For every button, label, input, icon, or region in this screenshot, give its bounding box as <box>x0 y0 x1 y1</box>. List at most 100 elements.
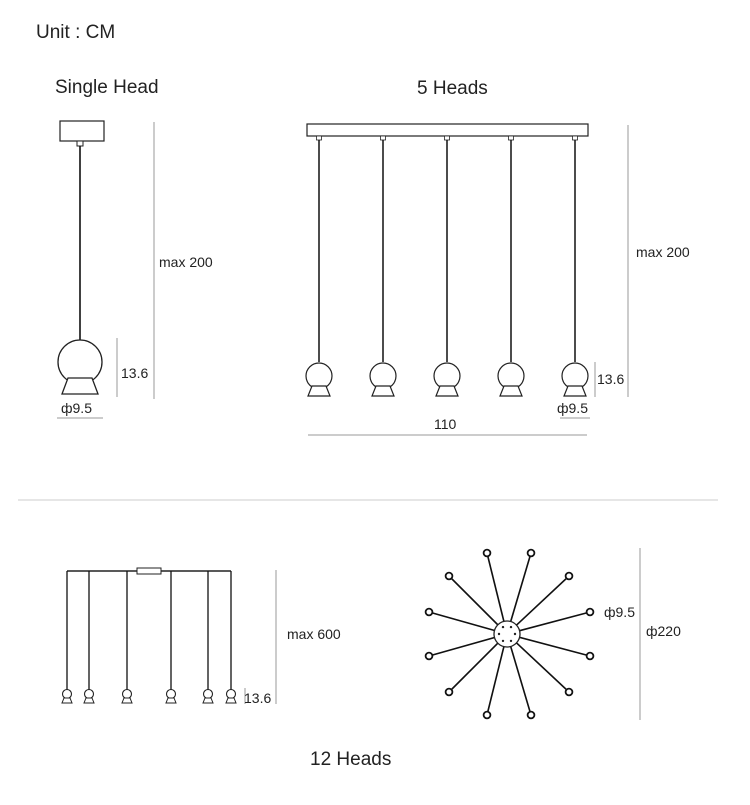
single-dimension-lines <box>57 122 155 419</box>
star-hub-dots <box>497 625 517 643</box>
five-pendant-1 <box>305 135 333 397</box>
five-head-diameter-label: ф9.5 <box>557 400 588 416</box>
arm-head <box>585 607 595 617</box>
twelve-heads-title: 12 Heads <box>310 749 392 770</box>
single-canopy <box>59 120 105 142</box>
pendant-connector <box>572 135 578 141</box>
arm-head <box>526 710 536 720</box>
pendant-base <box>83 697 95 704</box>
star-arm-11 <box>482 633 508 720</box>
star-arm-4 <box>506 571 574 635</box>
five-pendant-4 <box>497 135 525 397</box>
single-base <box>61 377 99 395</box>
twelve-heads-top-view <box>424 548 595 720</box>
unit-label: Unit : CM <box>36 22 116 43</box>
twelve-center-hub <box>136 567 162 575</box>
arm-cord <box>506 633 532 716</box>
pendant-base <box>499 385 523 397</box>
single-canopy-connector <box>76 140 84 147</box>
arm-head <box>424 651 434 661</box>
pendant-connector <box>316 135 322 141</box>
twelve-side-pendant-3 <box>121 571 133 704</box>
hub-dot <box>509 625 513 629</box>
pendant-globe <box>561 362 589 390</box>
pendant-globe <box>61 688 73 700</box>
five-pendant-5 <box>561 135 589 397</box>
pendant-globe <box>121 688 133 700</box>
twelve-dimension-lines <box>244 570 277 704</box>
five-width-label: 110 <box>434 416 457 432</box>
pendant-globe <box>165 688 177 700</box>
pendant-globe <box>202 688 214 700</box>
pendant-globe <box>225 688 237 700</box>
twelve-height-label: max 600 <box>287 626 341 642</box>
five-dimension-lines <box>308 125 629 436</box>
five-heads-title: 5 Heads <box>417 78 488 99</box>
five-head-height-label: 13.6 <box>597 371 625 387</box>
single-head-height-label: 13.6 <box>121 365 149 381</box>
arm-cord <box>486 633 508 716</box>
hub-dot <box>513 632 517 636</box>
twelve-head-diameter-label: ф9.5 <box>604 604 635 620</box>
pendant-connector <box>380 135 386 141</box>
five-heads-fixture <box>305 123 589 397</box>
arm-head <box>482 710 492 720</box>
pendant-base <box>61 697 73 704</box>
pendant-globe <box>369 362 397 390</box>
pendant-globe <box>497 362 525 390</box>
five-pendant-3 <box>433 135 461 397</box>
arm-head <box>424 607 434 617</box>
single-height-label: max 200 <box>159 254 213 270</box>
pendant-globe <box>83 688 95 700</box>
pendant-base <box>225 697 237 704</box>
pendant-globe <box>305 362 333 390</box>
hub-dot <box>501 625 505 629</box>
arm-head <box>564 571 574 581</box>
single-head-diameter-label: ф9.5 <box>61 400 92 416</box>
star-arm-3 <box>444 571 508 635</box>
star-arm-6 <box>506 607 595 635</box>
star-arm-12 <box>506 633 536 720</box>
pendant-base <box>371 385 395 397</box>
arm-cord <box>506 611 591 635</box>
five-height-label: max 200 <box>636 244 690 260</box>
arm-cord <box>486 552 508 635</box>
twelve-head-height-label: 13.6 <box>244 690 272 706</box>
arm-cord <box>506 633 570 693</box>
five-pendant-2 <box>369 135 397 397</box>
hub-dot <box>501 639 505 643</box>
arm-head <box>444 687 454 697</box>
arm-cord <box>448 633 508 693</box>
arm-cord <box>506 575 570 635</box>
star-arm-1 <box>482 548 508 635</box>
five-canopy-bar <box>306 123 589 137</box>
twelve-heads-side-view <box>61 567 237 704</box>
twelve-side-pendant-4 <box>165 571 177 704</box>
star-arms <box>424 548 595 720</box>
five-pendants <box>305 135 589 397</box>
twelve-side-pendant-1 <box>61 571 73 704</box>
hub-dot <box>497 632 501 636</box>
hub-dot <box>509 639 513 643</box>
pendant-base <box>435 385 459 397</box>
star-arm-8 <box>506 633 595 661</box>
pendant-base <box>165 697 177 704</box>
arm-cord <box>506 633 591 657</box>
pendant-connector <box>444 135 450 141</box>
pendant-globe <box>433 362 461 390</box>
twelve-side-pendant-2 <box>83 571 95 704</box>
star-arm-9 <box>444 633 508 697</box>
pendant-base <box>563 385 587 397</box>
twelve-span-label: ф220 <box>646 623 681 639</box>
arm-cord <box>448 575 508 635</box>
single-head-title: Single Head <box>55 77 159 98</box>
single-head-fixture <box>57 120 105 395</box>
arm-head <box>482 548 492 558</box>
arm-head <box>526 548 536 558</box>
pendant-connector <box>508 135 514 141</box>
star-arm-10 <box>506 633 574 697</box>
arm-cord <box>506 552 532 635</box>
pendant-base <box>121 697 133 704</box>
